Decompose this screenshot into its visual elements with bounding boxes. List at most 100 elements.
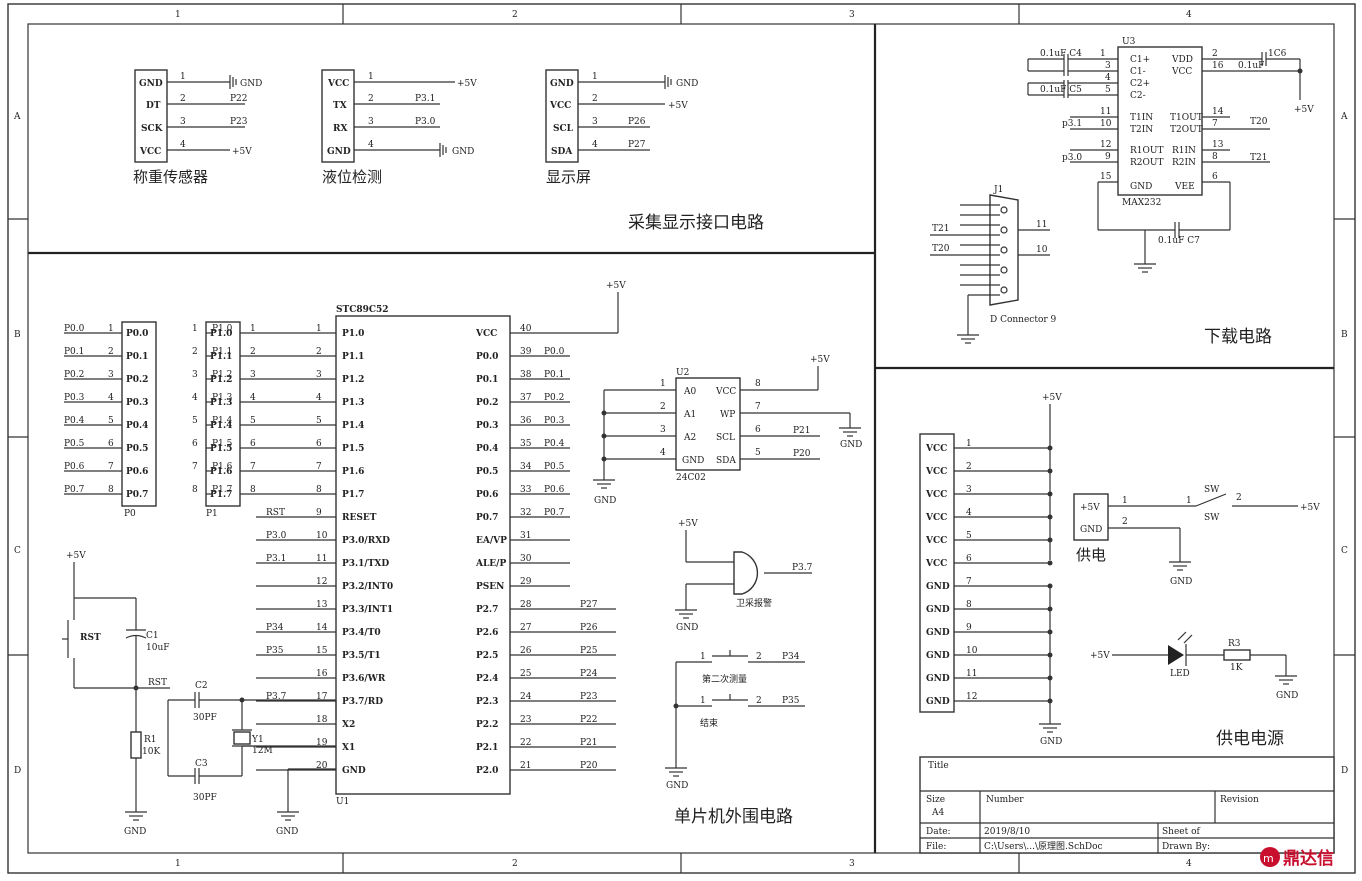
junction-dot	[1047, 606, 1053, 612]
power-pin-number: 1	[966, 439, 972, 449]
power-pin-label: VCC	[925, 559, 947, 569]
supply-connector: +5V GND 1 2 1 2 SW SW +5V GND 供电	[1073, 485, 1320, 587]
svg-text:4: 4	[592, 140, 598, 150]
label-labels-gnd: GND	[676, 623, 698, 633]
power-pin-number: 4	[966, 508, 972, 518]
pin-label: P1.6	[210, 467, 232, 477]
label-buzzer-net: P3.7	[792, 563, 813, 573]
label-eeprom-right-0: VCC	[715, 387, 736, 397]
alarm-gate: +5V GND P3.7 卫采报警	[675, 519, 813, 633]
col-label-3: 3	[849, 10, 855, 20]
mcu-pin-label: ALE/P	[475, 559, 506, 569]
led-indicator: +5V GND LED R3 1K	[1090, 631, 1298, 701]
section-title-power: 供电电源	[1216, 729, 1284, 749]
mcu-pin-number: 9	[316, 508, 322, 518]
row-label-b-right: B	[1341, 330, 1348, 340]
pin-number: 3	[192, 370, 198, 380]
label-eeprom-right_nums-1: 7	[755, 402, 761, 412]
mcu-pin-number: 37	[520, 393, 532, 403]
svg-text:2: 2	[368, 94, 374, 104]
label-eeprom-part: 24C02	[676, 473, 706, 483]
label-labels-vcc: +5V	[1042, 393, 1062, 403]
label-max232-left_nums-1: 3	[1105, 61, 1111, 71]
mcu-pin-number: 17	[316, 692, 328, 702]
label-headers-0-nets-2: P23	[230, 117, 248, 127]
pin-number: 4	[192, 393, 198, 403]
label-headers-0-caption: 称重传感器	[133, 168, 208, 186]
label-headers-1-caption: 液位检测	[322, 168, 382, 186]
mcu-pin-label: GND	[342, 766, 366, 776]
mcu-pin-number: 19	[316, 738, 328, 748]
mcu-pin-number: 1	[316, 324, 322, 334]
label-p1-ref: P1	[206, 509, 218, 519]
mcu-pin-number: 21	[520, 761, 531, 771]
header-p0: P0	[121, 321, 157, 519]
row-label-c-right: C	[1341, 546, 1348, 556]
mcu-pin-label: X1	[342, 743, 355, 753]
label-labels-gnd: GND	[1276, 691, 1298, 701]
pin-label: P1.0	[210, 329, 232, 339]
label-max232-left_nums-2: 4	[1105, 73, 1111, 83]
net-label: P0.7	[64, 485, 85, 495]
power-pin-number: 5	[966, 531, 972, 541]
label-max232-left-4: T1IN	[1130, 113, 1153, 123]
label-crystal-c2: C2	[195, 681, 208, 691]
power-pin-label: GND	[926, 582, 950, 592]
label-title_block-date: Date:	[926, 827, 951, 837]
row-label-d-right: D	[1341, 766, 1348, 776]
pin-label: P1.2	[210, 375, 232, 385]
pin-number: 4	[108, 393, 114, 403]
mcu-pin-label: P2.6	[476, 628, 498, 638]
label-headers-2-nets-1: +5V	[668, 101, 688, 111]
label-labels-vcc: +5V	[1090, 651, 1110, 661]
label-max232-caps-1: 0.1uF C5	[1040, 85, 1082, 95]
junction-dot	[1047, 560, 1053, 566]
mcu-pin-number: 3	[316, 370, 322, 380]
label-reset-net: RST	[148, 678, 167, 688]
power-pin-label: VCC	[925, 536, 947, 546]
button-second-measure: 1 2 P34 第二次测量	[676, 650, 805, 685]
label-title_block-drawn: Drawn By:	[1162, 842, 1210, 852]
label-headers-2-caption: 显示屏	[546, 168, 591, 186]
pin-number: 7	[108, 462, 114, 472]
pin-number: 1	[108, 324, 114, 334]
mcu-pin-number: 15	[316, 646, 328, 656]
mcu-net-label: P3.7	[266, 692, 287, 702]
label-db9-pins-0: 11	[1036, 220, 1047, 230]
junction-dot	[1047, 537, 1053, 543]
svg-text:1: 1	[180, 72, 186, 82]
power-pin-number: 2	[966, 462, 972, 472]
label-eeprom-left-0: A0	[683, 387, 696, 397]
mcu-pin-number: 30	[520, 554, 532, 564]
mcu-pin-label: P1.2	[342, 375, 364, 385]
net-label: P1.6	[212, 462, 233, 472]
mcu-net-label: P0.5	[544, 462, 565, 472]
label-max232-right_nums-5: 8	[1212, 152, 1218, 162]
net-label: P1.7	[212, 485, 233, 495]
power-pin-number: 12	[966, 692, 977, 702]
net-label: P0.1	[64, 347, 84, 357]
row-label-a-right: A	[1340, 112, 1348, 122]
label-labels-gnd: GND	[594, 496, 616, 506]
mcu-net-label: P0.1	[544, 370, 564, 380]
mcu-pin-label: X2	[342, 720, 355, 730]
pin-number: 3	[108, 370, 114, 380]
mcu-pin-label: P3.7/RD	[342, 697, 383, 707]
label-buttons-1-pins-1: 2	[756, 696, 762, 706]
label-headers-1-pins-1: TX	[333, 101, 347, 111]
mcu-pin-label: P2.2	[476, 720, 498, 730]
label-max232-caps-3: 0.1uF	[1238, 61, 1264, 71]
label-headers-0-nets-1: P22	[230, 94, 248, 104]
mcu-pin-label: P2.5	[476, 651, 498, 661]
pin-number: 7	[192, 462, 198, 472]
eeprom-24c02: U2 24C02 A0 A1 A2 GND VCC WP SCL SDA GND…	[593, 355, 862, 506]
mcu-pin-number: 2	[316, 347, 322, 357]
mcu-chip: STC89C52 U1 +5V	[335, 281, 626, 807]
power-pin-label: VCC	[925, 490, 947, 500]
label-max232-right_nums-2: 14	[1212, 107, 1224, 117]
label-headers-1-pins-3: GND	[327, 147, 351, 157]
mcu-pin-label: P1.5	[342, 444, 364, 454]
pin-label: P0.7	[126, 490, 148, 500]
